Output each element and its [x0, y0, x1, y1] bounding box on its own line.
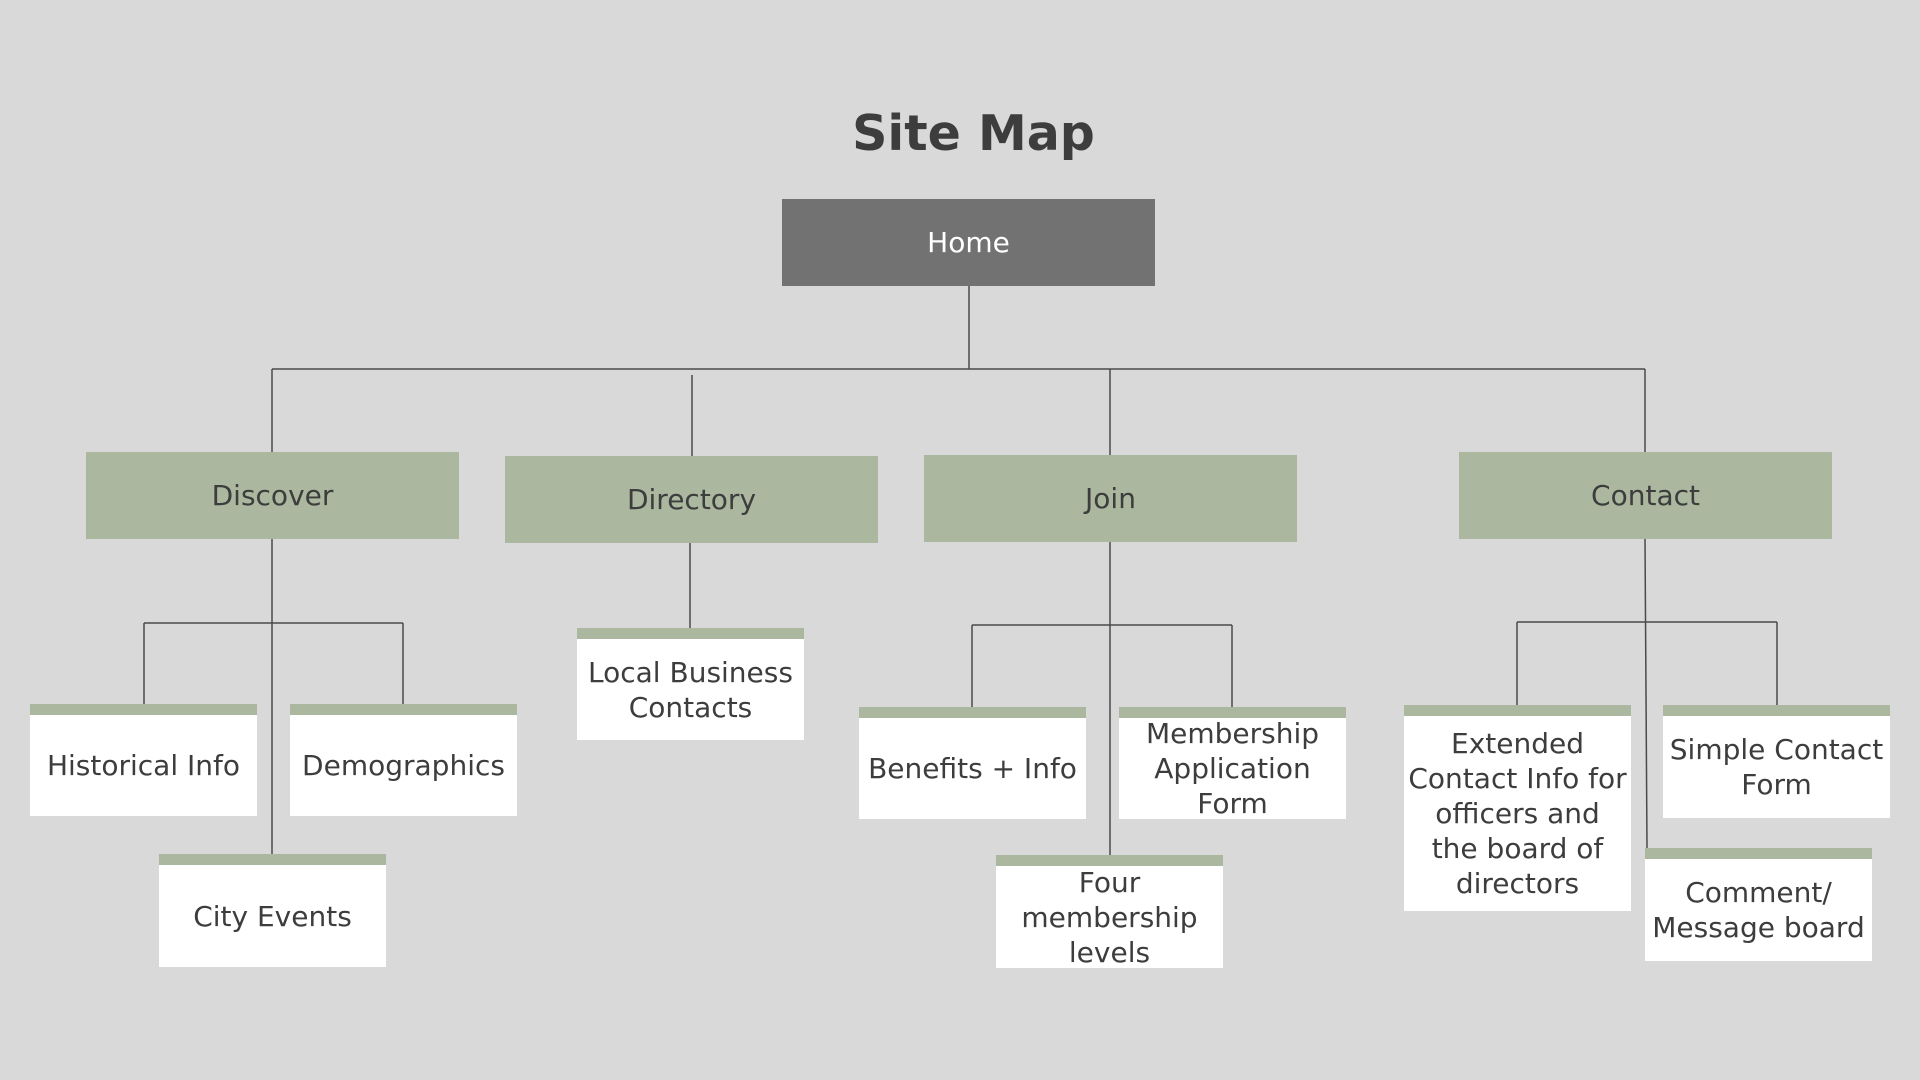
node-city-events-label: City Events [193, 899, 352, 933]
node-comment-message-board[interactable]: Comment/ Message board [1645, 848, 1872, 961]
node-demographics-label: Demographics [302, 749, 505, 782]
node-local-business-contacts[interactable]: Local Business Contacts [577, 628, 804, 740]
node-membership-application-form-label: Membership Application Form [1145, 717, 1320, 820]
node-simple-contact-form[interactable]: Simple Contact Form [1663, 705, 1890, 818]
node-city-events[interactable]: City Events [159, 854, 386, 967]
node-membership-application-form[interactable]: Membership Application Form [1119, 707, 1346, 820]
node-discover-label: Discover [211, 479, 334, 512]
node-benefits-info[interactable]: Benefits + Info [859, 707, 1086, 819]
node-directory-label: Directory [626, 483, 757, 516]
node-join-label: Join [1085, 482, 1136, 515]
node-directory[interactable]: Directory [505, 456, 878, 543]
node-historical-info-label: Historical Info [46, 749, 241, 782]
node-discover[interactable]: Discover [86, 452, 459, 539]
node-home[interactable]: Home [782, 199, 1155, 286]
node-contact-label: Contact [1591, 479, 1700, 512]
node-local-business-contacts-label: Local Business Contacts [588, 655, 793, 724]
page-title: Site Map [852, 105, 1095, 162]
node-benefits-info-label: Benefits + Info [868, 752, 1077, 785]
node-contact[interactable]: Contact [1459, 452, 1832, 539]
node-historical-info[interactable]: Historical Info [30, 704, 257, 816]
node-four-membership-levels-label: Four membership levels [1021, 865, 1198, 969]
node-extended-contact-info[interactable]: Extended Contact Info for officers and t… [1404, 705, 1631, 911]
connector-contact-trunk [1644, 538, 1648, 849]
node-comment-message-board-label: Comment/ Message board [1652, 876, 1865, 944]
node-home-label: Home [927, 226, 1010, 259]
node-join[interactable]: Join [924, 455, 1297, 542]
node-extended-contact-info-label: Extended Contact Info for officers and t… [1408, 727, 1627, 900]
node-simple-contact-form-label: Simple Contact Form [1669, 733, 1884, 801]
node-four-membership-levels[interactable]: Four membership levels [996, 855, 1223, 969]
node-demographics[interactable]: Demographics [290, 704, 517, 816]
